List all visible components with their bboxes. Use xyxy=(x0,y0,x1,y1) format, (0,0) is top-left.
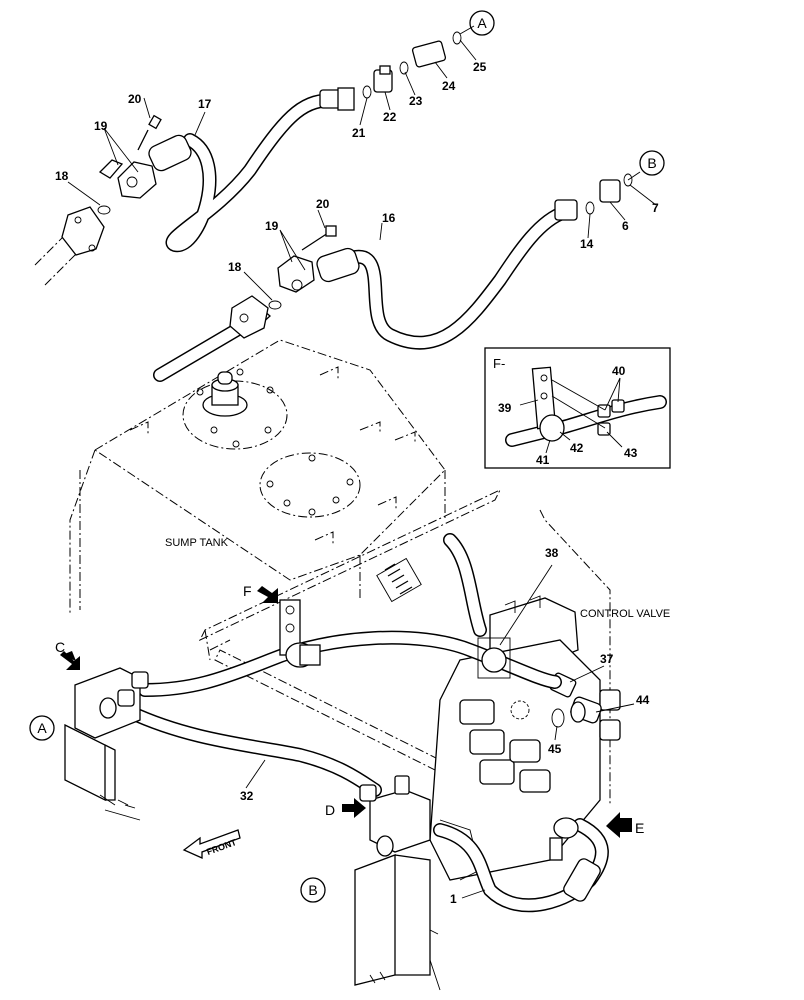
view-arrow-d xyxy=(342,798,366,818)
connection-ref-a-top-label: A xyxy=(477,15,487,31)
control-valve-label: CONTROL VALVE xyxy=(580,608,670,620)
part-7: 7 xyxy=(652,201,659,215)
part-44: 44 xyxy=(636,693,650,707)
part-19b: 19 xyxy=(265,219,279,233)
connection-ref-b-bottom-label: B xyxy=(308,882,317,898)
hose-clamp-e xyxy=(549,817,579,861)
detail-view-f-title: F- xyxy=(493,356,505,371)
part-21: 21 xyxy=(352,126,366,140)
view-marker-c: C xyxy=(55,639,65,655)
o-ring-45 xyxy=(551,708,565,728)
front-direction-arrow xyxy=(182,829,241,860)
part-37: 37 xyxy=(600,652,614,666)
part-22: 22 xyxy=(383,110,397,124)
part-16: 16 xyxy=(382,211,396,225)
control-valve xyxy=(429,595,621,881)
part-38: 38 xyxy=(545,546,559,560)
sump-tank-label: SUMP TANK xyxy=(165,537,229,549)
filler-cap xyxy=(202,371,248,417)
fitting-44 xyxy=(570,696,602,724)
part-25: 25 xyxy=(473,60,487,74)
part-20b: 20 xyxy=(316,197,330,211)
sump-tank xyxy=(69,339,446,615)
hose-clamp-f xyxy=(279,599,321,668)
return-spring xyxy=(376,557,422,603)
part-6: 6 xyxy=(622,219,629,233)
part-14: 14 xyxy=(580,237,594,251)
connection-ref-b-bottom: B xyxy=(300,877,326,903)
part-1: 1 xyxy=(450,892,457,906)
fitting-chain-upper xyxy=(362,31,462,99)
part-20a: 20 xyxy=(128,92,142,106)
part-18a: 18 xyxy=(55,169,69,183)
connection-ref-b-top-label: B xyxy=(647,155,656,171)
part-23: 23 xyxy=(409,94,423,108)
detail-view-f xyxy=(484,347,671,469)
bolt-20-upper xyxy=(137,114,162,151)
part-41: 41 xyxy=(536,453,550,467)
part-42: 42 xyxy=(570,441,584,455)
hose-32 xyxy=(123,705,382,797)
view-arrow-e xyxy=(606,812,632,838)
hose-17-port-flange xyxy=(34,206,105,286)
junction-block-b xyxy=(354,775,441,991)
connection-ref-a-bottom-label: A xyxy=(37,720,47,736)
part-39: 39 xyxy=(498,401,512,415)
view-marker-e: E xyxy=(635,820,644,836)
hose-upper-to-valve xyxy=(138,630,562,697)
part-19a: 19 xyxy=(94,119,108,133)
hose-1 xyxy=(433,818,609,913)
leader-lines xyxy=(67,25,657,899)
connection-ref-a-top: A xyxy=(469,10,495,36)
connection-ref-b-top: B xyxy=(639,150,665,176)
hose-16 xyxy=(268,173,633,350)
tank-return-pipe xyxy=(443,533,487,637)
tank-bolts xyxy=(196,368,354,516)
hose-clamp-38 xyxy=(477,637,511,679)
view-arrow-f xyxy=(257,586,278,603)
pump-flange-lower xyxy=(229,295,269,339)
part-43: 43 xyxy=(624,446,638,460)
view-marker-d: D xyxy=(325,802,335,818)
part-32: 32 xyxy=(240,789,254,803)
part-18b: 18 xyxy=(228,260,242,274)
part-45: 45 xyxy=(548,742,562,756)
connection-ref-a-bottom: A xyxy=(29,715,55,741)
junction-block-a xyxy=(64,667,149,821)
part-17: 17 xyxy=(198,97,212,111)
hose-17 xyxy=(97,87,355,252)
part-24: 24 xyxy=(442,79,456,93)
bolt-20-lower xyxy=(301,225,337,251)
view-arrow-c xyxy=(60,651,80,670)
view-marker-f: F xyxy=(243,583,252,599)
part-40: 40 xyxy=(612,364,626,378)
